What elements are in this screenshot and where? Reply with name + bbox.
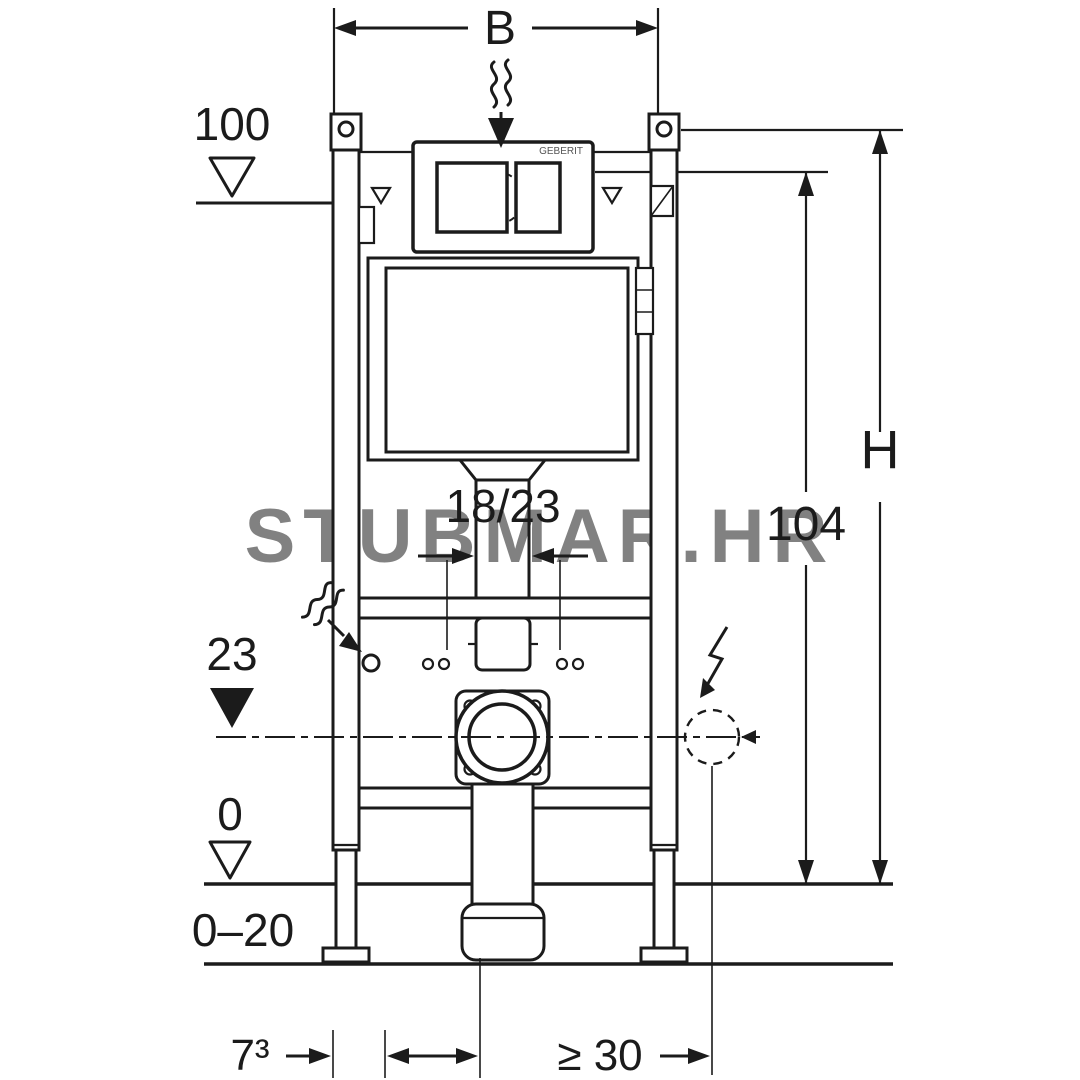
dim-level-100: 100	[194, 98, 271, 198]
connection-port	[361, 653, 381, 673]
dim-level-0: 0	[208, 788, 252, 880]
dim-label-100: 100	[194, 98, 271, 150]
side-bracket	[634, 266, 655, 336]
dim-label-b: B	[484, 2, 516, 55]
brand-label: GEBERIT	[539, 146, 583, 157]
dim-label-18-23: 18/23	[445, 480, 560, 532]
frame-right-rail	[639, 112, 689, 964]
dim-label-23: 23	[206, 628, 257, 680]
arrow-down-icon	[798, 860, 814, 884]
drain-bend	[460, 902, 546, 962]
arrow-right-icon	[452, 548, 474, 564]
arrow-right-icon	[456, 1048, 478, 1064]
arrow-left-icon	[387, 1048, 409, 1064]
dim-label-7-3: 7³	[230, 1031, 269, 1080]
arrow-left-icon	[532, 548, 554, 564]
flush-bend	[468, 616, 538, 672]
inspection-panel	[384, 266, 630, 454]
dim-depth-18-23: 18/23	[418, 480, 588, 564]
level-marker-open-icon	[208, 156, 256, 198]
dim-width-b: B	[332, 2, 660, 116]
arrow-left-icon	[334, 20, 356, 36]
level-marker-filled-icon	[210, 688, 254, 728]
supply-stub	[357, 205, 376, 245]
flush-actuator-plate: GEBERIT	[411, 140, 595, 254]
frame-left-rail	[321, 112, 371, 964]
dim-label-min-30: ≥ 30	[557, 1031, 642, 1080]
crossbar-upper	[357, 596, 653, 620]
left-foot-plate	[321, 946, 371, 964]
arrow-down-icon	[872, 860, 888, 884]
left-foot	[334, 848, 358, 952]
water-level-icon	[601, 186, 623, 206]
dim-height-h: H	[861, 130, 900, 884]
dim-level-23: 23	[206, 628, 258, 728]
arrow-up-icon	[798, 172, 814, 196]
flush-button-small	[514, 161, 562, 234]
arrow-right-icon	[309, 1048, 331, 1064]
outlet-pipe	[460, 784, 546, 962]
dim-label-104: 104	[766, 498, 846, 551]
arrow-down-icon	[488, 118, 514, 148]
water-level-icon	[370, 186, 392, 206]
level-marker-open-icon	[208, 840, 252, 880]
arrow-up-icon	[872, 130, 888, 154]
funnel	[456, 458, 549, 482]
water-supply-icon	[488, 58, 514, 148]
dim-label-0: 0	[217, 788, 243, 840]
dim-label-h: H	[861, 420, 900, 480]
lightning-arrow-icon	[700, 678, 715, 698]
water-level-marks	[357, 184, 675, 336]
wc-fixing-points	[421, 560, 585, 671]
flush-button-large	[435, 161, 509, 234]
fixing-hole-icon	[655, 120, 673, 138]
lightning-icon	[704, 626, 729, 688]
right-foot	[652, 848, 676, 952]
right-foot-plate	[639, 946, 689, 964]
concealed-cistern	[359, 150, 651, 462]
dim-label-0-20: 0–20	[192, 904, 294, 956]
dashed-circle-icon	[683, 708, 741, 766]
arrow-left-icon	[741, 730, 756, 744]
flush-pipe	[456, 458, 549, 598]
fixing-hole-icon	[337, 120, 355, 138]
arrow-down-right-icon	[339, 632, 362, 652]
dim-bottom: 7³ ≥ 30	[230, 958, 710, 1080]
dim-height-104: 104	[766, 172, 846, 884]
electrical-connection	[683, 626, 756, 1075]
water-connection-icon	[300, 581, 381, 673]
arrow-right-icon	[636, 20, 658, 36]
arrow-right-icon	[688, 1048, 710, 1064]
